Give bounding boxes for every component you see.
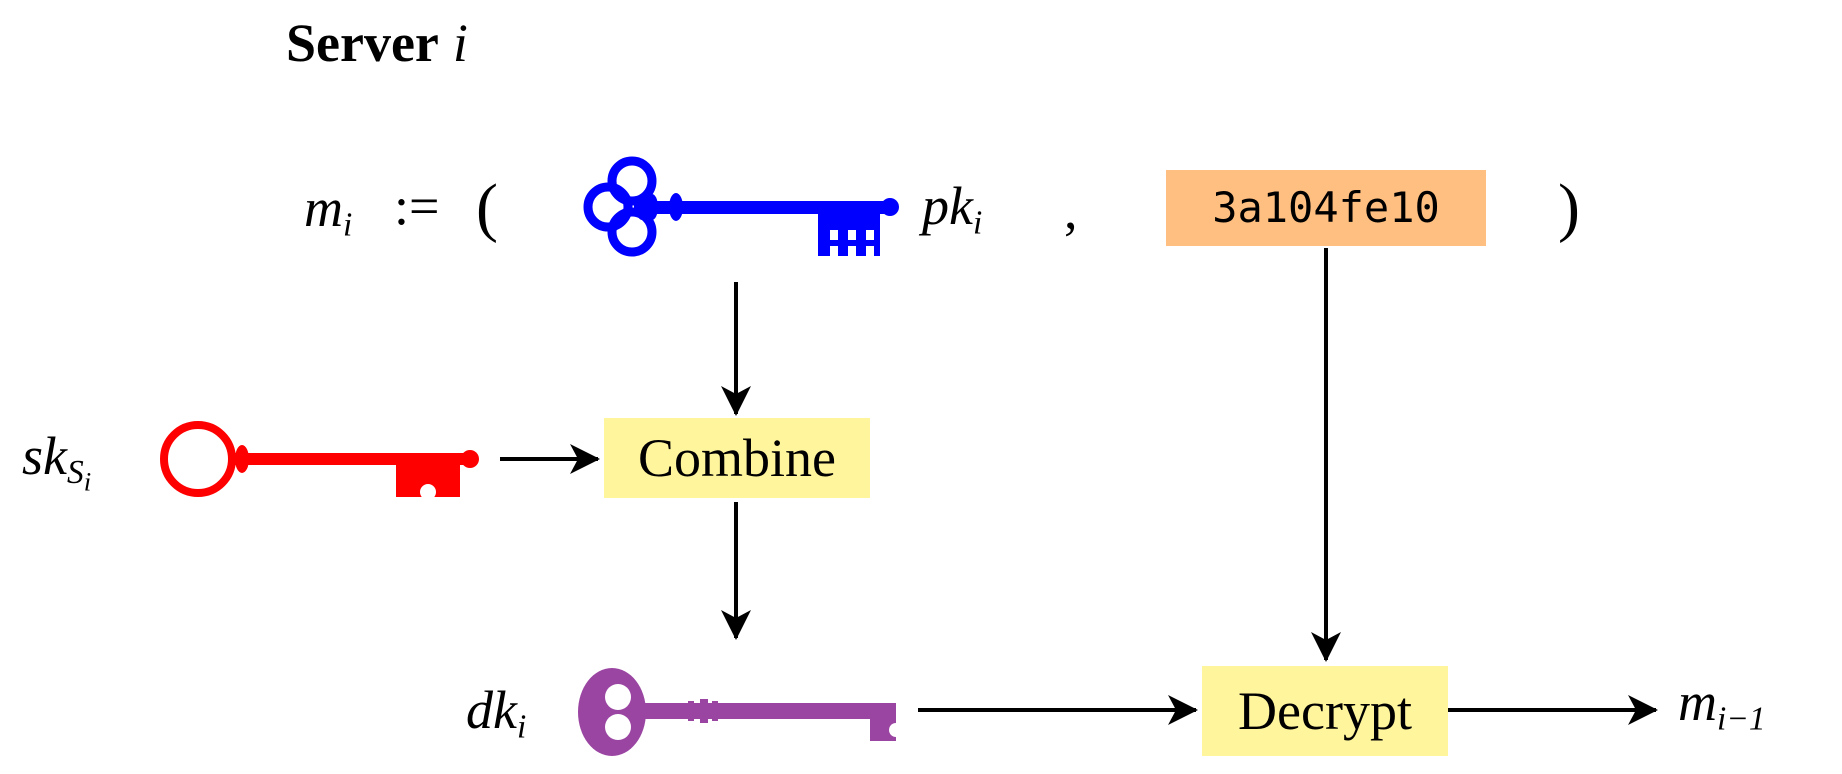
message-subscript: i [343,206,353,244]
message-symbol: m [304,178,343,238]
combine-box: Combine [604,418,870,498]
decryption-key-bow-holes [605,684,903,740]
output-symbol: m [1678,672,1717,732]
decryption-key-icon [578,668,896,756]
decryption-key-label: dki [466,678,526,759]
public-key-bit-notches [830,230,874,258]
public-key-subscript: i [972,204,983,242]
output-label: mi−1 [1678,670,1766,751]
decryption-key-symbol: dk [466,680,517,740]
decryption-key-subscript: i [516,708,527,746]
assign-symbol: := [394,176,440,236]
secret-key-label: skSi [22,424,91,514]
flow-arrows [500,248,1658,725]
tuple-comma: , [1064,180,1078,240]
secret-key-symbol: sk [22,426,67,486]
open-paren: ( [476,171,498,244]
secret-key-icon [160,421,479,497]
title-bold: Server [286,13,439,73]
public-key-symbol: pk [922,176,973,236]
decrypt-box: Decrypt [1202,666,1448,756]
secret-key-bit-notch [420,484,436,500]
output-subscript: i−1 [1717,700,1766,738]
ciphertext-box: 3a104fe10 [1166,170,1486,246]
secret-key-subscript: S [66,454,84,492]
public-key-label: pki [922,174,982,255]
secret-key-sub-subscript: i [83,466,92,497]
title-index: i [452,13,468,73]
close-paren: ) [1558,171,1580,244]
public-key-icon [583,156,899,257]
message-label: mi [304,176,352,257]
